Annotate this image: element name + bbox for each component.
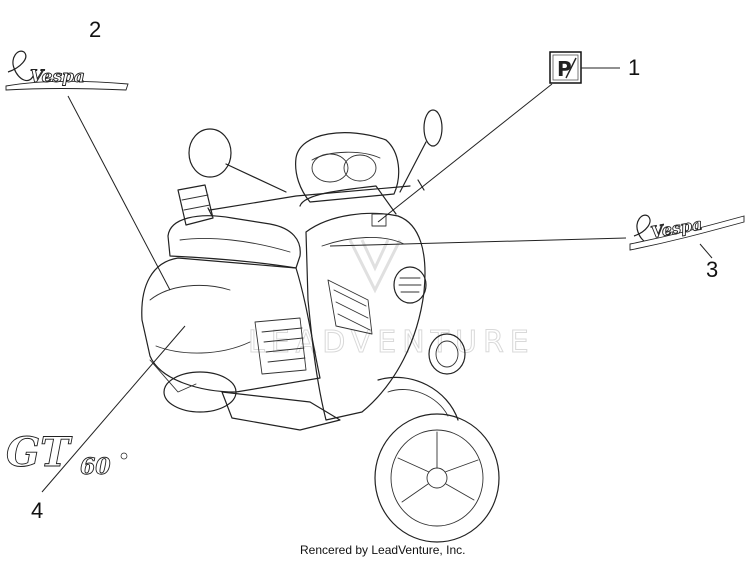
callout-3[interactable]: Vespa 3 (329, 214, 745, 282)
callout-number-1: 1 (628, 55, 640, 80)
callout-number-4: 4 (31, 498, 43, 523)
callout-2[interactable]: 2 Vespa (5, 17, 171, 291)
callout-number-3: 3 (706, 257, 718, 282)
leader-line-3 (329, 237, 627, 247)
leader-line-2 (67, 95, 171, 291)
leader-line-1-target (377, 83, 553, 223)
callout-4[interactable]: GT 60 4 (6, 325, 186, 523)
p-badge-letter: P (557, 57, 572, 81)
vespa-logo-emblem-2: Vespa (5, 50, 129, 91)
footer-credit: Rencered by LeadVenture, Inc. (300, 543, 465, 557)
vespa-logo-text-2: Vespa (30, 67, 85, 87)
callout-1[interactable]: P 1 (377, 51, 640, 223)
registered-mark-icon (120, 452, 128, 460)
vespa-logo-emblem-3: Vespa (629, 214, 745, 251)
leader-line-3b (699, 243, 713, 259)
leader-line-4 (41, 325, 186, 493)
watermark-text: LEADVENTURE (248, 325, 535, 360)
gt60-emblem: GT 60 (6, 429, 128, 480)
watermark-logo-icon (348, 239, 402, 294)
gt-logo-text: GT (6, 429, 73, 476)
callout-number-2: 2 (89, 17, 101, 42)
watermark: LEADVENTURE (248, 239, 535, 361)
model-number-text: 60 (80, 454, 111, 480)
scooter-drawing (141, 109, 500, 543)
